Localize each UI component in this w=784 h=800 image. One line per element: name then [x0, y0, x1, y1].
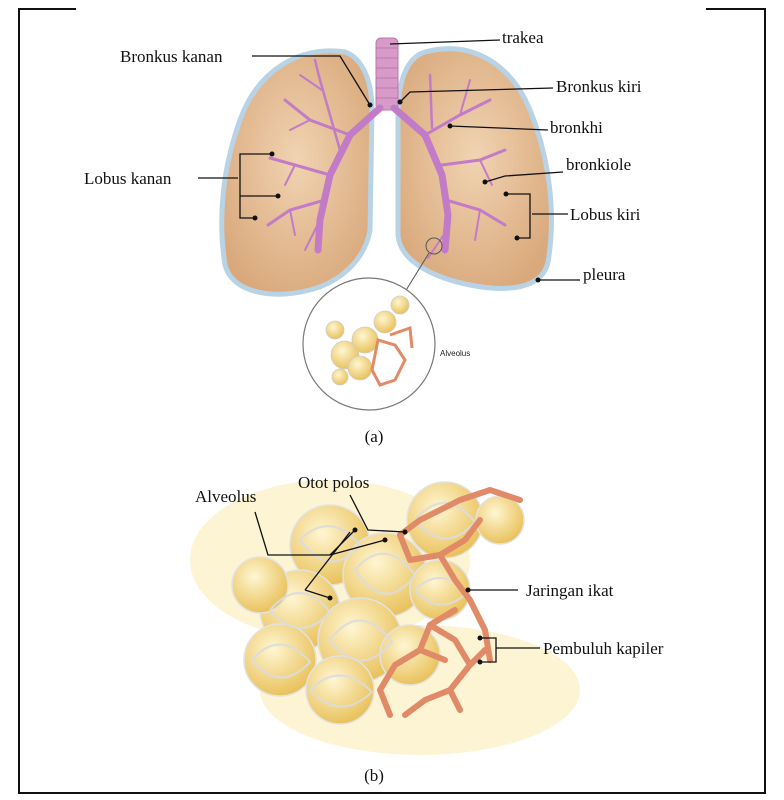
alveolus-inset-label: Alveolus — [440, 349, 470, 358]
label-alveolus: Alveolus — [195, 487, 256, 506]
label-bronkiole: bronkiole — [566, 155, 631, 174]
label-trakea: trakea — [502, 28, 544, 47]
label-lobus-kiri: Lobus kiri — [570, 205, 641, 224]
label-pembuluh-kapiler: Pembuluh kapiler — [543, 639, 664, 658]
trachea — [376, 38, 398, 110]
label-bronkhi: bronkhi — [550, 118, 603, 137]
label-jaringan-ikat: Jaringan ikat — [526, 581, 614, 600]
caption-b: (b) — [364, 766, 384, 785]
alveolus-illustration — [190, 480, 580, 755]
lungs-illustration: Alveolus — [222, 38, 552, 410]
label-bronkus-kanan: Bronkus kanan — [120, 47, 223, 66]
right-lung — [222, 51, 372, 294]
label-pleura: pleura — [583, 265, 626, 284]
left-lung — [398, 49, 551, 289]
label-bronkus-kiri: Bronkus kiri — [556, 77, 642, 96]
label-otot-polos: Otot polos — [298, 473, 369, 492]
caption-a: (a) — [365, 427, 384, 446]
label-lobus-kanan: Lobus kanan — [84, 169, 172, 188]
